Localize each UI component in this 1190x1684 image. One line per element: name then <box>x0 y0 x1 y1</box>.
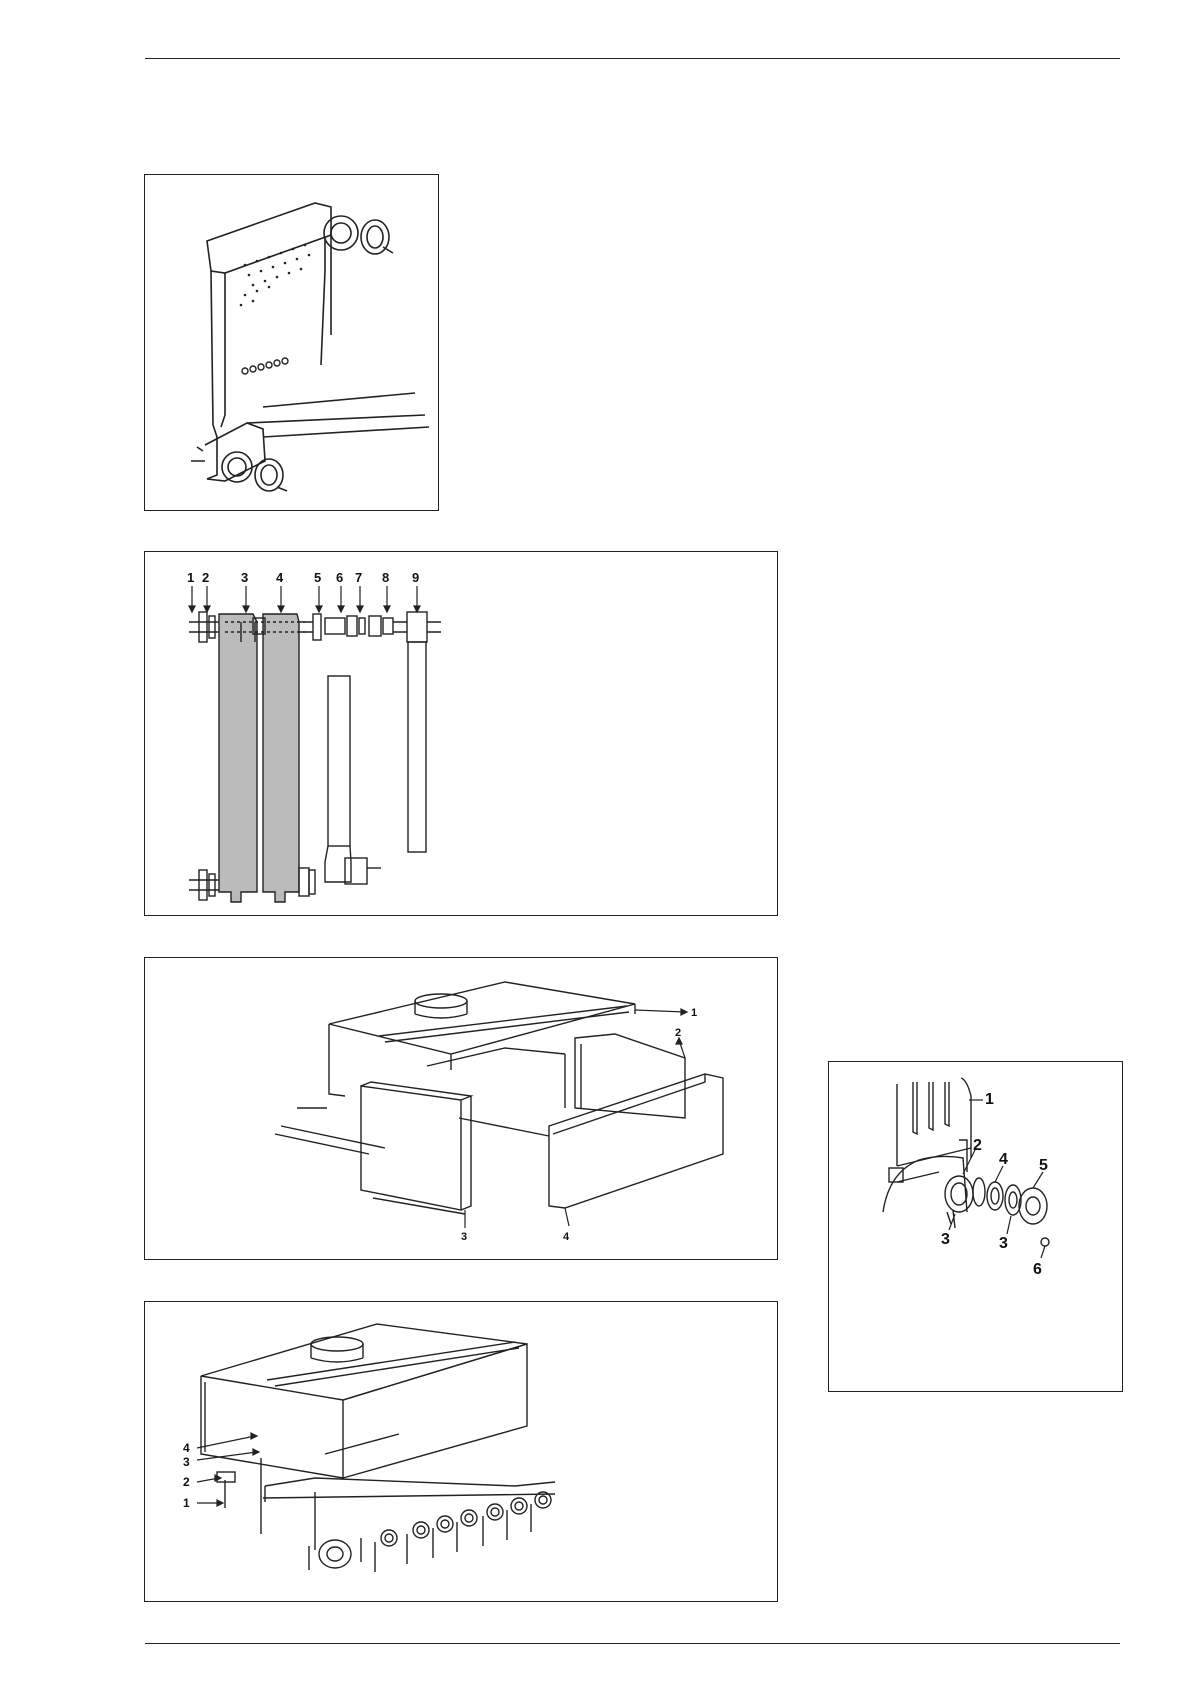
assembled-label-4: 4 <box>183 1441 190 1455</box>
figure-flange-detail: 1 2 4 5 3 3 6 <box>828 1061 1123 1392</box>
assembly-label-4: 4 <box>276 570 284 585</box>
figure-casing-assembled: 4 3 2 1 <box>144 1301 778 1602</box>
figure-section-assembly: 1 2 3 4 5 6 7 8 9 <box>144 551 778 916</box>
section-left <box>219 614 257 902</box>
flange-label-6: 6 <box>1033 1261 1042 1278</box>
flange-label-2: 2 <box>973 1137 982 1154</box>
assembly-label-8: 8 <box>382 570 389 585</box>
assembled-label-2: 2 <box>183 1475 190 1489</box>
header-rule <box>145 58 1120 59</box>
casing-label-3: 3 <box>461 1231 467 1243</box>
casing-label-4: 4 <box>563 1231 570 1243</box>
assembly-label-7: 7 <box>355 570 362 585</box>
assembly-label-6: 6 <box>336 570 343 585</box>
flange-label-3b: 3 <box>999 1235 1008 1252</box>
flange-label-4: 4 <box>999 1151 1008 1168</box>
cast-section-drawing <box>145 175 440 512</box>
casing-label-2: 2 <box>675 1027 681 1039</box>
casing-assembled-drawing: 4 3 2 1 <box>145 1302 779 1603</box>
section-assembly-drawing: 1 2 3 4 5 6 7 8 9 <box>145 552 779 917</box>
casing-label-1: 1 <box>691 1007 697 1019</box>
assembly-label-3: 3 <box>241 570 248 585</box>
assembly-label-9: 9 <box>412 570 419 585</box>
footer-rule <box>145 1643 1120 1644</box>
casing-exploded-drawing: 1 2 3 4 <box>145 958 779 1261</box>
flange-label-1: 1 <box>985 1091 994 1108</box>
figure-cast-section <box>144 174 439 511</box>
section-right <box>263 614 299 902</box>
flange-detail-drawing: 1 2 4 5 3 3 6 <box>829 1062 1124 1393</box>
flange-label-3a: 3 <box>941 1231 950 1248</box>
flange-label-5: 5 <box>1039 1157 1048 1174</box>
assembled-label-3: 3 <box>183 1455 190 1469</box>
assembly-label-1: 1 <box>187 570 194 585</box>
assembly-label-2: 2 <box>202 570 209 585</box>
assembled-label-1: 1 <box>183 1496 190 1510</box>
assembly-label-5: 5 <box>314 570 321 585</box>
figure-casing-exploded: 1 2 3 4 <box>144 957 778 1260</box>
